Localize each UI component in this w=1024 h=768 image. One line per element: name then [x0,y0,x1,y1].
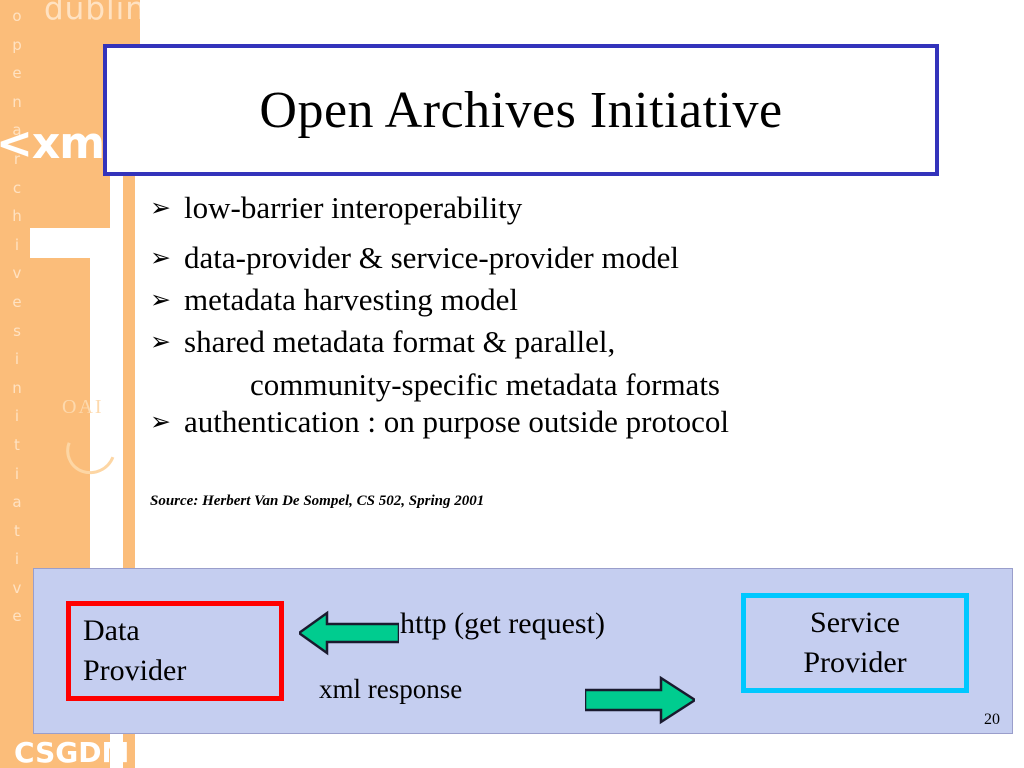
list-item: ➢ low-barrier interoperability [150,190,950,226]
title-box: Open Archives Initiative [103,44,939,176]
vertical-letter: a [12,493,22,512]
request-arrow-left-icon [299,610,399,656]
vertical-letter: s [13,321,21,340]
list-item: ➢ authentication : on purpose outside pr… [150,404,950,440]
list-item: ➢ data-provider & service-provider model [150,240,950,276]
vertical-letter: t [14,521,20,540]
vertical-letter: i [14,407,20,426]
list-item-label: data-provider & service-provider model [184,240,679,275]
data-provider-label-line1: Data [83,614,140,647]
vertical-letter: n [12,92,22,111]
oai-logo-text: OAI [62,396,104,418]
arrow-bullet-icon: ➢ [150,243,171,272]
response-label: xml response [319,674,463,704]
arrow-bullet-icon: ➢ [150,193,171,222]
list-item-label: low-barrier interoperability [184,190,523,225]
sidebar-vertical-letters: o p e n a r c h i v e s i n i t i a t i … [4,2,30,631]
vertical-letter: e [12,64,22,83]
vertical-letter: i [14,464,20,483]
list-item-label: authentication : on purpose outside prot… [184,404,729,439]
vertical-letter: i [14,235,20,254]
page-title: Open Archives Initiative [259,81,783,139]
vertical-letter: c [12,178,22,197]
sidebar-xml-text: <xml [0,118,119,169]
list-item: ➢ metadata harvesting model [150,282,950,318]
arrow-bullet-icon: ➢ [150,407,171,436]
page-number: 20 [984,711,1000,728]
vertical-letter: o [12,7,22,25]
protocol-diagram-panel: Data Provider http (get request) xml res… [33,568,1013,734]
list-item-label: shared metadata format & parallel, [184,324,616,359]
arrow-bullet-icon: ➢ [150,285,171,314]
request-label: http (get request) [400,607,605,640]
vertical-letter: n [12,378,22,397]
response-arrow-right-icon [585,675,695,725]
sidebar-cut-shape-vertical [90,228,110,568]
list-item: ➢ shared metadata format & parallel, [150,324,950,360]
service-provider-label-line1: Service [810,606,900,639]
data-provider-box: Data Provider [66,601,284,701]
service-provider-box: Service Provider [741,593,969,693]
list-item-continuation: community-specific metadata formats [250,367,720,402]
vertical-letter: i [14,350,20,369]
vertical-letter: v [12,578,22,597]
vertical-letter: a [12,121,22,140]
vertical-letter: r [13,149,21,168]
vertical-letter: p [12,35,22,54]
data-provider-label-line2: Provider [83,654,187,687]
vertical-letter: h [12,207,22,226]
list-item-label: metadata harvesting model [184,282,518,317]
vertical-letter: i [14,550,20,569]
arrow-bullet-icon: ➢ [150,327,171,356]
vertical-letter: v [12,264,22,283]
csgdm-footer-text: CSGDM [14,736,130,768]
source-attribution: Source: Herbert Van De Sompel, CS 502, S… [150,493,485,509]
vertical-letter: e [12,607,22,626]
bullet-list: ➢ low-barrier interoperability ➢ data-pr… [150,190,950,446]
vertical-letter: t [14,435,20,454]
sidebar-dublin-core-text: dublin core [44,0,140,27]
vertical-letter: e [12,292,22,311]
service-provider-label-line2: Provider [803,646,907,679]
